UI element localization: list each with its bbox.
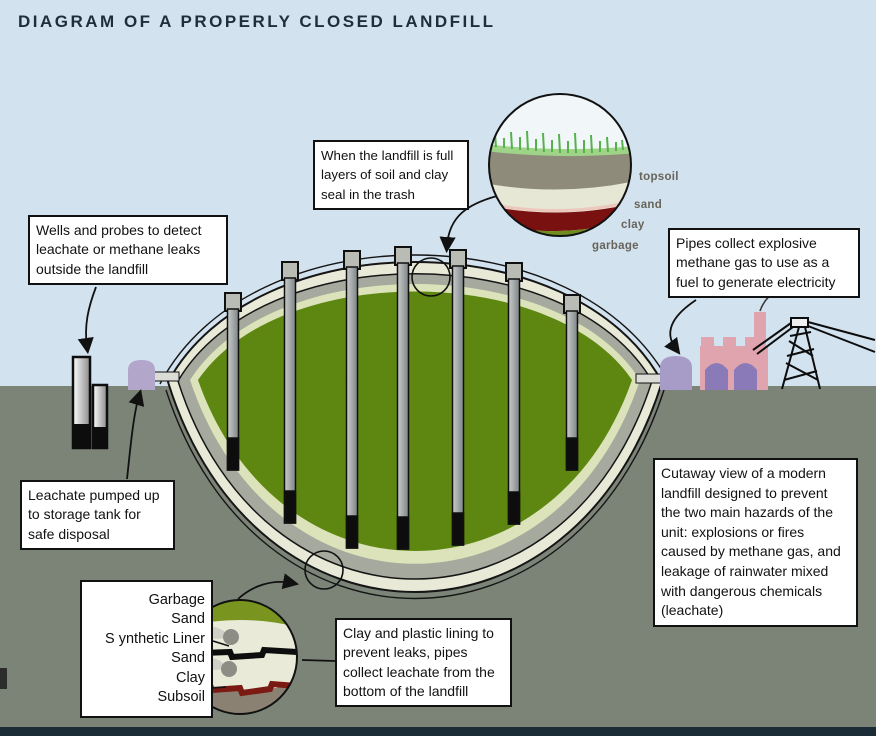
methane-pipe [563,294,581,471]
bottom-magnifier-circle [304,550,344,590]
lining-leader-line [301,659,337,662]
grass-blades [494,130,624,154]
leachate-storage-tank [128,360,155,390]
legend-row-clay: Clay [175,669,205,686]
legend-row-subsoil: Subsoil [157,689,205,705]
label-leader-line [212,686,227,689]
power-line [807,321,876,341]
methane-pipe [224,292,242,471]
arrow-to-top-magnifier [439,195,498,254]
cap-cross-section-inset [488,93,632,237]
edge-artifact [0,668,7,689]
methane-pipe [394,246,412,550]
cap-label-sand: sand [634,199,663,211]
arrow-to-bottom-magnifier [237,573,300,600]
factory-arch [705,363,728,390]
callout-methane: Pipes collect explosive methane gas to u… [668,228,860,298]
callout-lining: Clay and plastic lining to prevent leaks… [335,618,512,708]
label-leader-line [212,640,230,647]
callout-seal: When the landfill is full layers of soil… [313,140,469,210]
garbage-mass [198,291,632,551]
sand-band [489,182,631,213]
topsoil-band [489,148,631,191]
legend-row-synthetic-liner: S ynthetic Liner [105,630,205,647]
cap-label-topsoil: topsoil [639,171,679,183]
methane-pipe [281,261,299,524]
callout-leachate-tank: Leachate pumped up to storage tank for s… [20,480,175,550]
methane-pipe [449,249,467,546]
diagram-title: DIAGRAM OF A PROPERLY CLOSED LANDFILL [18,12,496,31]
callout-cutaway: Cutaway view of a modern landfill design… [653,458,858,627]
methane-pipes [224,246,581,550]
power-line [807,325,876,353]
arrow-to-dome [664,299,697,355]
liner-layer-legend: Garbage Sand S ynthetic Liner Sand Clay … [80,580,213,718]
methane-pipe [343,250,361,549]
connectors [77,195,697,689]
transmission-pylon [752,317,876,390]
monitoring-wells [71,355,109,450]
power-line [756,326,794,355]
arrow-to-tank [126,389,145,480]
methane-gas-dome [660,356,692,390]
bottom-border-bar [0,727,876,736]
legend-row-sand-lower: Sand [171,650,205,666]
cap-label-garbage: garbage [592,240,639,252]
factory-arch [734,363,757,390]
power-line [752,322,792,351]
cap-label-clay: clay [621,219,645,231]
leachate-pipe [151,371,180,382]
callout-wells: Wells and probes to detect leachate or m… [28,215,228,285]
arrow-to-wells [77,286,97,355]
clay-band [489,204,631,232]
legend-row-sand-upper: Sand [171,611,205,627]
legend-row-garbage: Garbage [148,591,205,608]
methane-pipe [505,262,523,525]
top-magnifier-circle [411,257,451,297]
